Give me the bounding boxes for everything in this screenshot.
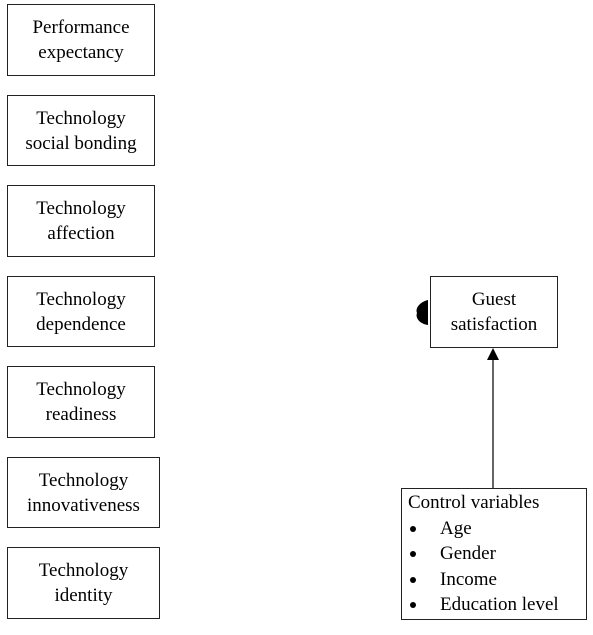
predictor-label: Technology readiness (36, 379, 126, 425)
outcome-guest-satisfaction: Guest satisfaction (430, 276, 558, 348)
control-variable-item: Education level (408, 592, 580, 618)
predictor-technology-innovativeness: Technology innovativeness (7, 457, 160, 528)
predictor-performance-expectancy: Performance expectancy (7, 4, 155, 76)
control-variables-box: Control variables Age Gender Income Educ… (401, 488, 587, 620)
control-variables-list: Age Gender Income Education level (408, 516, 580, 618)
predictor-label: Technology social bonding (25, 107, 137, 154)
control-variable-item: Gender (408, 541, 580, 567)
predictor-technology-readiness: Technology readiness (7, 366, 155, 438)
predictor-label: Technology dependence (36, 288, 126, 335)
predictor-technology-identity: Technology identity (7, 547, 160, 619)
incoming-arrowhead-mark (416, 300, 428, 325)
predictor-label: Technology identity (38, 560, 129, 606)
predictor-technology-affection: Technology affection (7, 185, 155, 257)
predictor-label: Performance expectancy (32, 17, 130, 63)
predictor-technology-social-bonding: Technology social bonding (7, 95, 155, 166)
control-variable-item: Income (408, 567, 580, 593)
control-variable-item: Age (408, 516, 580, 542)
predictor-label: Technology innovativeness (27, 469, 140, 516)
predictor-label: Technology affection (36, 198, 126, 244)
control-variables-title: Control variables (408, 492, 540, 513)
outcome-label: Guest satisfaction (450, 289, 538, 335)
predictor-technology-dependence: Technology dependence (7, 276, 155, 347)
control-to-satisfaction-arrowhead (487, 348, 499, 360)
